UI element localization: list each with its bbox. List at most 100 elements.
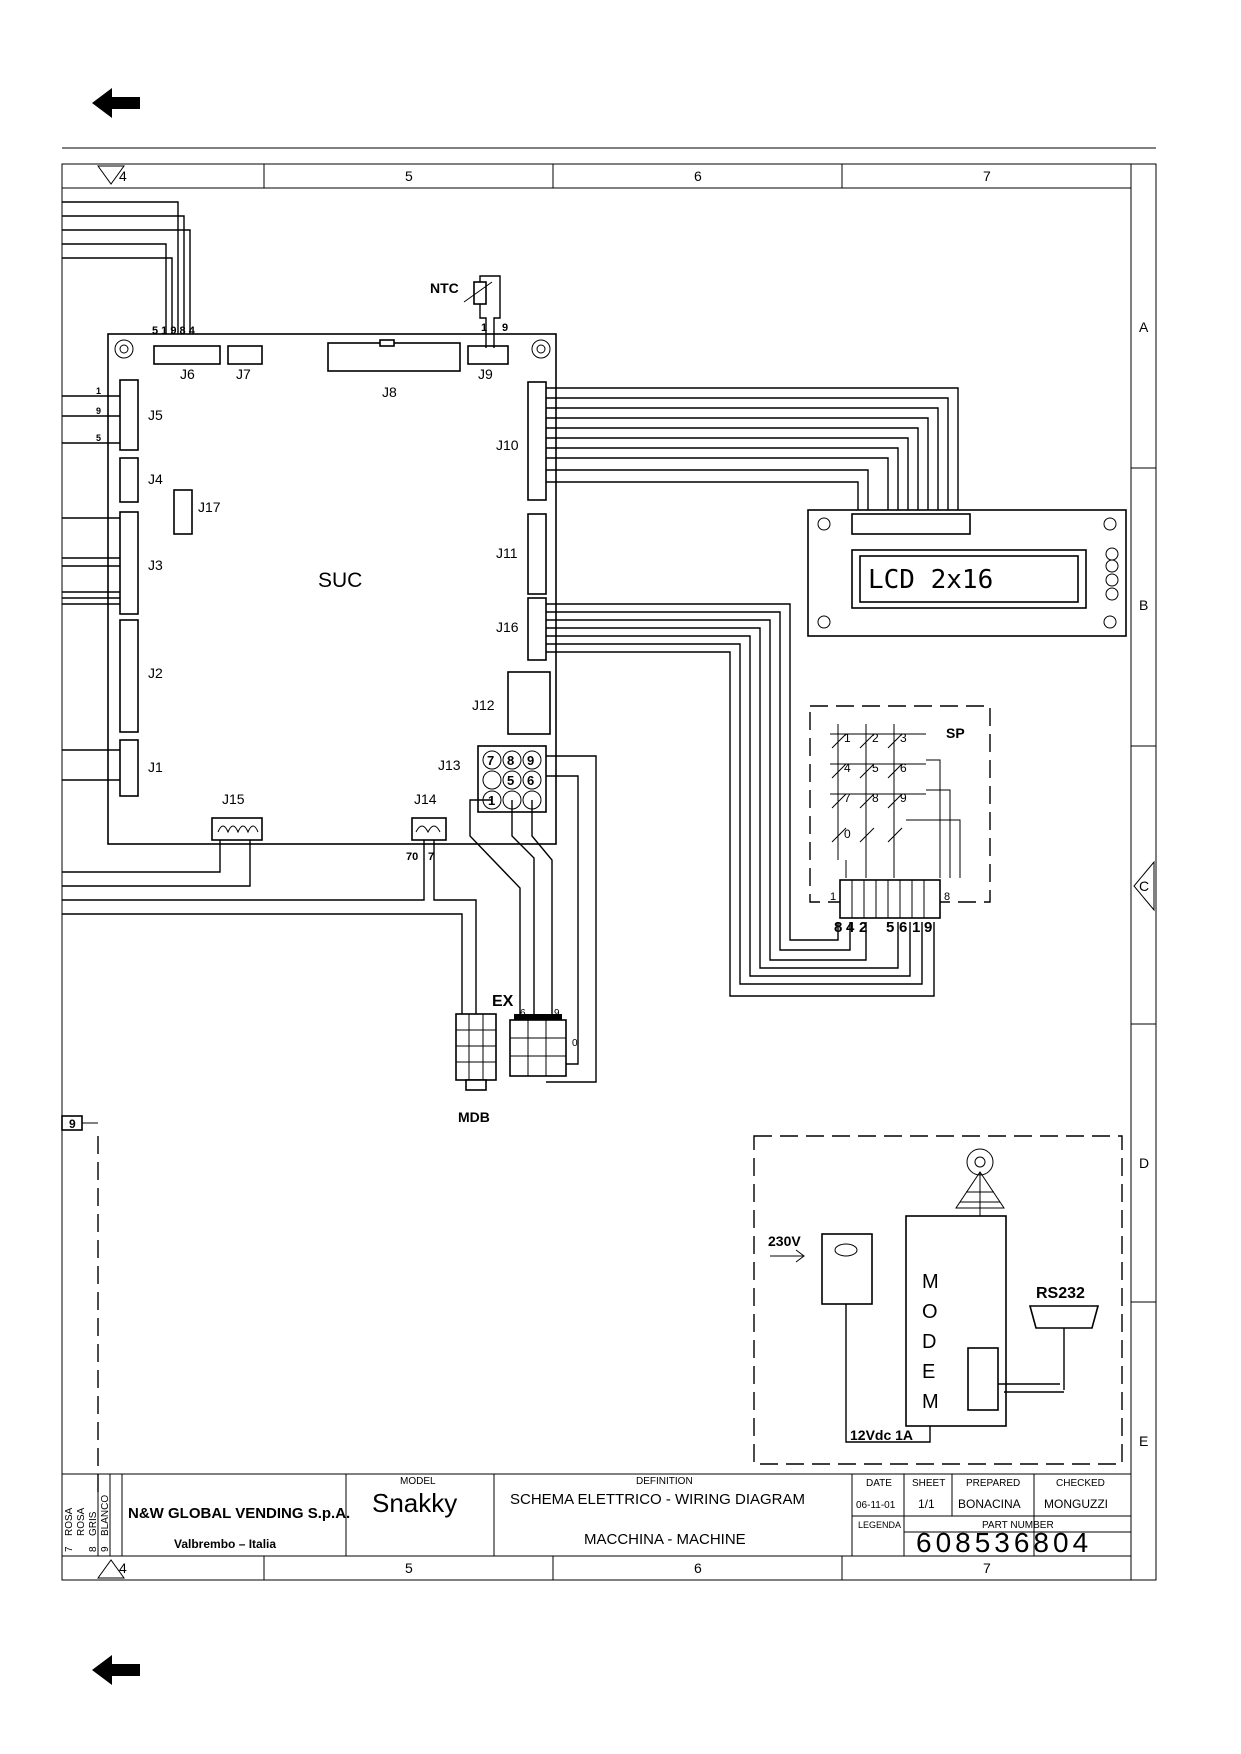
prepared-label: PREPARED <box>966 1478 1020 1489</box>
column-label-5-top: 5 <box>405 168 413 184</box>
key-9: 9 <box>900 791 907 805</box>
key-6: 6 <box>900 761 907 775</box>
wires-lower <box>62 755 597 1083</box>
column-label-5-bottom: 5 <box>405 1560 413 1576</box>
lcd-module: LCD 2x16 <box>807 509 1127 637</box>
j13-pin-6: 6 <box>527 773 534 788</box>
j4-label: J4 <box>148 471 163 487</box>
connector-j11 <box>527 513 547 595</box>
definition-line-2: MACCHINA - MACHINE <box>584 1531 746 1548</box>
j13-label: J13 <box>438 757 461 773</box>
grid-labels: 4 5 6 7 4 5 6 7 A B C D E <box>119 168 1149 1576</box>
j5-label: J5 <box>148 407 163 423</box>
rs232-label: RS232 <box>1036 1285 1085 1302</box>
model-value: Snakky <box>372 1488 457 1518</box>
connector-j3 <box>119 511 139 615</box>
company-name: N&W GLOBAL VENDING S.p.A. <box>128 1505 350 1522</box>
key-5: 5 <box>872 761 879 775</box>
connector-j2 <box>119 619 139 733</box>
power-adapter <box>821 1233 873 1305</box>
column-label-7-top: 7 <box>983 168 991 184</box>
j13-pin-5: 5 <box>507 773 514 788</box>
connector-j8 <box>327 342 461 372</box>
wires-j10-lcd <box>546 387 959 518</box>
j11-label: J11 <box>496 545 518 561</box>
part-number-value: 608536804 <box>916 1527 1092 1558</box>
j12-label: J12 <box>472 697 495 713</box>
sheet-label: SHEET <box>912 1478 945 1489</box>
left-edge-pin: 9 <box>69 1117 76 1131</box>
connector-j13: 7 8 9 5 6 1 <box>477 745 547 813</box>
connector-j17 <box>173 489 193 535</box>
title-block: 7 ROSA ROSA 8 GRIS 9 BLANCO N&W GLOBAL V… <box>61 1473 1132 1558</box>
j6-label: J6 <box>180 366 195 382</box>
modem-serial-port <box>967 1347 999 1411</box>
row-label-a: A <box>1139 319 1149 335</box>
key-3: 3 <box>900 731 907 745</box>
color-code-7: 7 <box>64 1546 75 1552</box>
prepared-value: BONACINA <box>958 1497 1021 1511</box>
back-arrow-top-icon[interactable] <box>92 88 140 118</box>
ntc-sensor: NTC 1 9 <box>430 275 508 348</box>
j10-label: J10 <box>496 437 519 453</box>
checked-value: MONGUZZI <box>1044 1497 1108 1511</box>
connector-j14 <box>411 817 447 841</box>
antenna-icon <box>955 1148 1005 1216</box>
ex-side-pin: 0 <box>572 1038 578 1049</box>
modem-letter-m: M <box>922 1271 939 1293</box>
sheet-value: 1/1 <box>918 1497 935 1511</box>
keypad-pin-2: 2 <box>859 919 867 936</box>
ntc-label: NTC <box>430 280 459 296</box>
connector-j7 <box>227 345 263 365</box>
modem-block: M O D E M 230V 12Vdc 1A RS232 <box>753 1135 1123 1465</box>
connector-j16 <box>527 597 547 661</box>
row-label-e: E <box>1139 1433 1148 1449</box>
column-label-4-top: 4 <box>119 168 127 184</box>
keypad-pin-5: 5 <box>886 919 894 936</box>
key-7: 7 <box>844 791 851 805</box>
power-input-label: 230V <box>768 1233 801 1249</box>
key-2: 2 <box>872 731 879 745</box>
column-label-7-bottom: 7 <box>983 1560 991 1576</box>
ex-pin-9: 9 <box>554 1008 560 1019</box>
row-label-d: D <box>1139 1155 1149 1171</box>
connector-j9 <box>467 345 509 365</box>
j15-label: J15 <box>222 791 245 807</box>
j5-pin-5: 5 <box>96 433 101 443</box>
modem-letter-m2: M <box>922 1391 939 1413</box>
keypad-pin-1: 1 <box>912 919 920 936</box>
part-number-label: PART NUMBER <box>982 1520 1054 1531</box>
j3-label: J3 <box>148 557 163 573</box>
column-label-6-bottom: 6 <box>694 1560 702 1576</box>
connector-j4 <box>119 457 139 503</box>
lcd-label: LCD 2x16 <box>868 565 993 595</box>
j6-pin-numbers: 5 1 9 8 4 <box>152 325 196 337</box>
keypad-label: SP <box>946 725 965 741</box>
color-code-9: 9 <box>100 1546 111 1552</box>
mdb-label: MDB <box>458 1109 490 1125</box>
power-output-label: 12Vdc 1A <box>850 1427 913 1443</box>
j5-pin-9: 9 <box>96 406 101 416</box>
j9-pin-1: 1 <box>481 322 487 334</box>
column-label-4-bottom: 4 <box>119 1560 127 1576</box>
date-value: 06-11-01 <box>856 1500 896 1511</box>
mdb-connector: MDB <box>455 1013 497 1125</box>
color-code-rosa-2: ROSA <box>76 1507 87 1536</box>
keypad-sp: SP 1 2 3 4 5 6 7 8 9 0 1 8 8 4 2 <box>809 705 991 936</box>
connector-j5 <box>119 379 139 451</box>
back-arrow-bottom-icon[interactable] <box>92 1655 140 1685</box>
keypad-pin-9: 9 <box>924 919 932 936</box>
j7-label: J7 <box>236 366 251 382</box>
key-0: 0 <box>844 827 851 841</box>
column-label-6-top: 6 <box>694 168 702 184</box>
date-label: DATE <box>866 1478 892 1489</box>
j1-label: J1 <box>148 759 163 775</box>
keypad-pin-4: 4 <box>846 919 855 936</box>
j17-label: J17 <box>198 499 221 515</box>
color-code-blanco: BLANCO <box>100 1495 111 1536</box>
modem-letter-e: E <box>922 1361 935 1383</box>
legend-label: LEGENDA <box>858 1520 901 1530</box>
j14-pin-7: 7 <box>428 851 434 863</box>
definition-label: DEFINITION <box>636 1476 693 1487</box>
